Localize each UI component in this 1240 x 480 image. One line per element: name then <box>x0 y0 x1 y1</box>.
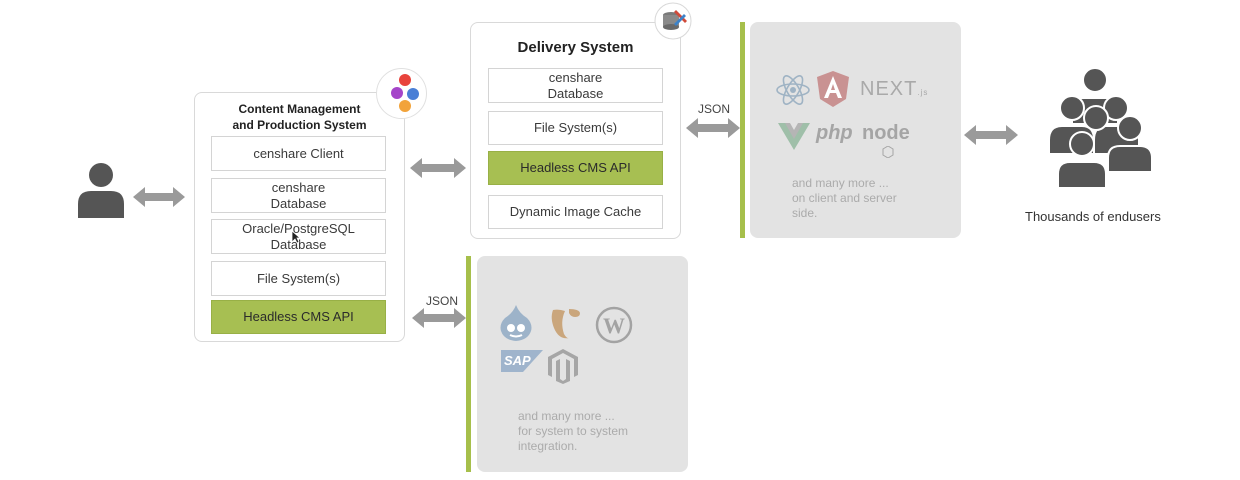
endusers-label: Thousands of endusers <box>1025 209 1161 224</box>
app-dots-icon <box>375 67 428 120</box>
delivery-item-headless-cms-api: Headless CMS API <box>488 151 663 185</box>
double-arrow-icon <box>410 157 466 179</box>
svg-text:W: W <box>603 313 625 338</box>
json-label-bottom: JSON <box>426 294 459 308</box>
integration-accent-bar <box>466 256 471 472</box>
angular-logo-icon <box>816 70 850 108</box>
vue-logo-icon <box>778 122 810 150</box>
nextjs-logo-suffix: .js <box>917 88 929 97</box>
double-arrow-icon <box>686 117 740 139</box>
frontend-note: and many more ... on client and server s… <box>792 176 897 220</box>
json-label-top: JSON <box>698 102 731 116</box>
double-arrow-icon <box>964 124 1018 146</box>
nodejs-logo: node <box>862 122 910 144</box>
typo3-logo-icon <box>549 306 583 340</box>
cms-panel-title: Content Management and Production System <box>232 102 367 132</box>
delivery-panel-title: Delivery System <box>517 39 634 56</box>
integration-note: and many more ... for system to system i… <box>518 409 629 453</box>
delivery-panel: Delivery System censhare Database File S… <box>470 22 681 239</box>
frontend-accent-bar <box>740 22 745 238</box>
cms-panel: Content Management and Production System… <box>194 92 405 342</box>
cms-item-headless-cms-api: Headless CMS API <box>211 300 386 334</box>
php-logo: php <box>816 122 853 144</box>
delivery-item-censhare-database: censhare Database <box>488 68 663 103</box>
delivery-item-dynamic-image-cache: Dynamic Image Cache <box>488 195 663 229</box>
cms-item-censhare-client: censhare Client <box>211 136 386 171</box>
frontend-frameworks-box: NEXT.js php node and many more ... on cl… <box>750 22 961 238</box>
nextjs-logo: NEXT.js <box>860 78 928 101</box>
mouse-cursor-icon <box>291 230 302 244</box>
integration-systems-box: W SAP and many more ... for system to sy… <box>477 256 688 472</box>
nextjs-logo-text: NEXT <box>860 78 918 100</box>
nodejs-hexagon-icon <box>882 146 894 158</box>
user-group-icon <box>1044 66 1154 190</box>
magento-logo-icon <box>547 348 579 384</box>
user-icon <box>76 160 126 218</box>
cms-item-oracle-postgresql-database: Oracle/PostgreSQL Database <box>211 219 386 254</box>
drupal-logo-icon <box>499 304 533 342</box>
double-arrow-icon <box>412 307 466 329</box>
cms-item-censhare-database: censhare Database <box>211 178 386 213</box>
cms-item-file-systems: File System(s) <box>211 261 386 296</box>
double-arrow-icon <box>133 186 185 208</box>
sap-logo-text: SAP <box>504 353 531 368</box>
react-logo-icon <box>774 74 812 106</box>
sap-logo: SAP <box>501 350 543 372</box>
database-tools-icon <box>654 2 692 40</box>
delivery-item-file-systems: File System(s) <box>488 111 663 145</box>
wordpress-logo-icon: W <box>595 306 633 344</box>
